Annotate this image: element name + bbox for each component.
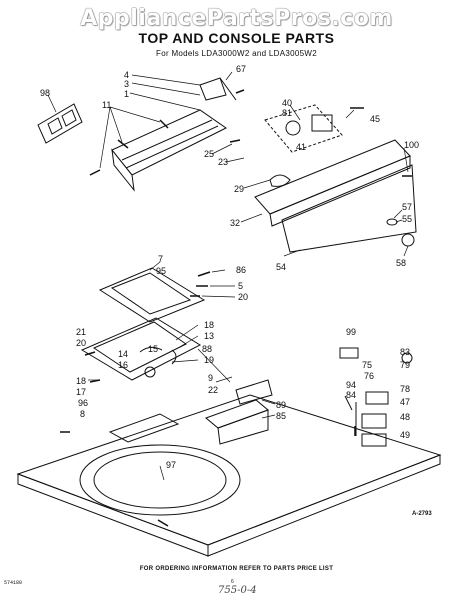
callout-55: 55 — [402, 214, 412, 224]
callout-19: 19 — [204, 355, 214, 365]
callout-96: 96 — [78, 398, 88, 408]
callout-41: 41 — [296, 142, 306, 152]
callout-95: 95 — [156, 266, 166, 276]
callout-16: 16 — [118, 360, 128, 370]
watermark: AppliancePartsPros.com — [80, 6, 393, 31]
leader-lines — [47, 71, 409, 481]
part-32-control-panel — [254, 139, 417, 253]
callout-17: 17 — [76, 387, 86, 397]
callout-13: 13 — [204, 331, 214, 341]
callout-labels: 4 3 1 67 98 11 40 81 41 45 25 23 100 29 … — [40, 64, 419, 470]
callout-58: 58 — [396, 258, 406, 268]
callout-14: 14 — [118, 349, 128, 359]
part-58-knob — [401, 233, 415, 247]
callout-48: 48 — [400, 412, 410, 422]
part-4-bracket — [199, 77, 227, 101]
callout-98: 98 — [40, 88, 50, 98]
callout-18-lower: 18 — [76, 376, 86, 386]
callout-83: 83 — [400, 347, 410, 357]
callout-40: 40 — [282, 98, 292, 108]
callout-4: 4 — [124, 70, 129, 80]
callout-7: 7 — [158, 254, 163, 264]
callout-85: 85 — [276, 411, 286, 421]
callout-11: 11 — [102, 100, 111, 110]
callout-22: 22 — [208, 385, 218, 395]
callout-15: 15 — [148, 344, 158, 354]
callout-57: 57 — [402, 202, 412, 212]
part-85-lid-switch — [205, 399, 269, 445]
callout-20-upper: 20 — [238, 292, 248, 302]
part-7-lid-frame — [98, 267, 206, 323]
callout-75: 75 — [362, 360, 372, 370]
callout-45: 45 — [370, 114, 380, 124]
callout-47: 47 — [400, 397, 410, 407]
part-21-lid-assembly — [80, 317, 202, 381]
page-marker: 6 — [231, 579, 234, 585]
callout-5: 5 — [238, 281, 243, 291]
callout-88: 88 — [202, 344, 212, 354]
handwritten-note: 755-0-4 — [218, 585, 257, 596]
part-29-pushbutton — [269, 174, 291, 187]
right-parts-group — [339, 347, 413, 447]
callout-21: 21 — [76, 327, 86, 337]
document-code: 574180 — [4, 580, 23, 586]
callout-76: 76 — [364, 371, 374, 381]
callout-100: 100 — [404, 140, 419, 150]
screws — [60, 89, 412, 527]
callout-89: 89 — [276, 400, 286, 410]
callout-1: 1 — [124, 89, 129, 99]
top-cabinet — [16, 394, 442, 557]
callout-25: 25 — [204, 149, 214, 159]
callout-54: 54 — [276, 262, 286, 272]
part-14-hinge — [139, 346, 163, 353]
diagram-code: A-2793 — [412, 511, 432, 517]
callout-99: 99 — [346, 327, 356, 337]
callout-84: 84 — [346, 390, 356, 400]
callout-18-upper: 18 — [204, 320, 214, 330]
callout-9: 9 — [208, 373, 213, 383]
callout-32: 32 — [230, 218, 240, 228]
callout-79: 79 — [400, 360, 410, 370]
callout-8: 8 — [80, 409, 85, 419]
part-13-spring — [171, 349, 177, 365]
callout-29: 29 — [234, 184, 244, 194]
callout-94: 94 — [346, 380, 356, 390]
part-15-bushing — [144, 366, 156, 378]
page-subtitle: For Models LDA3000W2 and LDA3005W2 — [156, 49, 317, 58]
part-98-window-gasket — [37, 103, 83, 144]
callout-78: 78 — [400, 384, 410, 394]
ordering-footer: FOR ORDERING INFORMATION REFER TO PARTS … — [139, 566, 334, 572]
callout-97: 97 — [166, 460, 176, 470]
page-title: TOP AND CONSOLE PARTS — [138, 30, 335, 46]
callout-23: 23 — [218, 157, 228, 167]
part-57-knob-skirt — [386, 218, 398, 226]
callout-86: 86 — [236, 265, 246, 275]
part-40-switch-assembly — [264, 104, 343, 153]
callout-20-lower: 20 — [76, 338, 86, 348]
callout-81: 81 — [282, 108, 292, 118]
callout-67: 67 — [236, 64, 246, 74]
part-1-console-panel — [111, 109, 227, 192]
callout-3: 3 — [124, 79, 129, 89]
callout-49: 49 — [400, 430, 410, 440]
